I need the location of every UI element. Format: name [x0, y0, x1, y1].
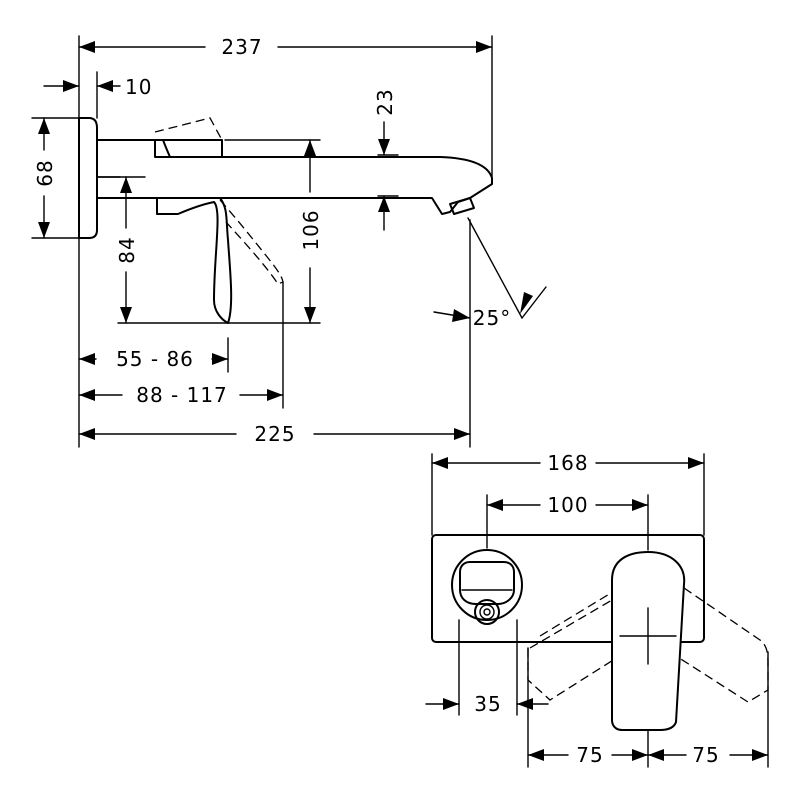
dim-23-label: 23 [373, 88, 397, 115]
wall-plate [78, 117, 98, 239]
spout-body [96, 139, 493, 215]
dim-168-label: 168 [547, 451, 588, 475]
dim-68-label: 68 [33, 159, 57, 186]
dim-88-117-label: 88 - 117 [136, 383, 228, 407]
front-view: 168 100 35 75 [425, 451, 769, 768]
spout-outlet-circle [451, 549, 523, 621]
dim-168: 168 [431, 451, 705, 475]
dim-106-label: 106 [299, 209, 323, 250]
dim-225: 225 [78, 422, 471, 446]
dim-75-right-label: 75 [692, 743, 719, 767]
dim-106: 106 [224, 139, 323, 324]
dim-55-86-label: 55 - 86 [116, 347, 194, 371]
dim-25-label: 25° [473, 306, 511, 330]
lever-swing-dashed [527, 587, 769, 703]
dim-68: 68 [33, 117, 57, 239]
front-wall-plate [431, 534, 705, 643]
dim-75-left: 75 [527, 743, 649, 767]
dim-10: 10 [43, 75, 152, 99]
dim-88-117: 88 - 117 [78, 383, 284, 407]
lever-cap [154, 139, 223, 158]
side-view: 237 10 68 23 [31, 35, 547, 448]
extension-lines-side [31, 35, 523, 448]
front-lever [611, 551, 686, 731]
dim-35-label: 35 [474, 692, 501, 716]
dim-237-label: 237 [221, 35, 262, 59]
dim-100-label: 100 [547, 493, 588, 517]
dim-10-label: 10 [125, 75, 152, 99]
dim-75-right: 75 [647, 743, 769, 767]
dim-237: 237 [78, 35, 493, 59]
spout-outlet-inner [459, 561, 515, 605]
dim-84: 84 [115, 176, 139, 324]
front-aerator [474, 599, 500, 625]
dim-25-degree: 25° [433, 286, 547, 330]
dim-75-left-label: 75 [576, 743, 603, 767]
extension-lines-front [431, 453, 769, 768]
dim-35: 35 [425, 692, 549, 716]
aerator [449, 197, 475, 215]
dim-84-label: 84 [115, 236, 139, 263]
dim-55-86: 55 - 86 [78, 347, 229, 371]
lever-handle [156, 197, 233, 324]
dim-100: 100 [486, 493, 649, 517]
dim-225-label: 225 [254, 422, 295, 446]
dim-23: 23 [373, 88, 397, 231]
lever-open-dashed [154, 117, 284, 285]
